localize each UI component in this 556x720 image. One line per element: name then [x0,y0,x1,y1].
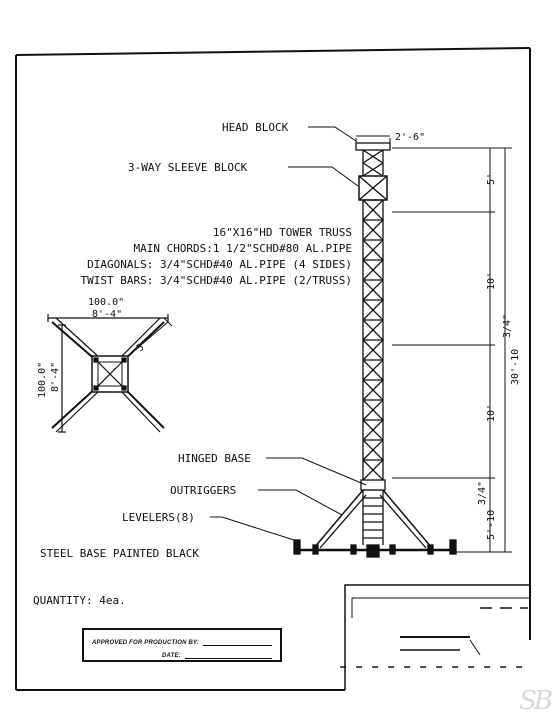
levelers-label: LEVELERS(8) [122,511,195,524]
truss-diagonal [362,319,384,341]
truss-diagonal [362,399,384,421]
plan-width-ft: 8'-4" [92,309,122,320]
overall-height-dim: 30'-10 [510,349,521,385]
truss-diagonal [362,259,384,281]
main-chords-spec: MAIN CHORDS:1 1/2"SCHD#80 AL.PIPE [133,242,352,255]
truss-diagonal [362,379,384,401]
head-block-label: HEAD BLOCK [222,121,289,134]
diagonals-spec: DIAGONALS: 3/4"SCHD#40 AL.PIPE (4 SIDES) [87,258,352,271]
approved-by-line[interactable] [203,637,272,646]
bottom-section-fraction: 3/4" [477,481,488,505]
head-width-dim: 2'-6" [395,132,425,143]
hinged-base-label: HINGED BASE [178,452,251,465]
top-section-dim: 5' [486,173,497,185]
truss-diagonal [362,419,384,441]
truss-diagonal [362,359,384,381]
sleeve-block-label: 3-WAY SLEEVE BLOCK [128,161,248,174]
truss-diagonal [362,339,384,361]
sheet-border [15,47,531,691]
steel-base-label: STEEL BASE PAINTED BLACK [40,547,199,560]
truss-diagonal [362,149,384,164]
twist-bars-spec: TWIST BARS: 3/4"SCHD#40 AL.PIPE (2/TRUSS… [80,274,352,287]
truss-diagonal [362,299,384,321]
truss-diagonal [362,279,384,301]
truss-diagonal [362,439,384,461]
date-line[interactable] [184,650,272,659]
lower-section-dim: 10' [486,404,497,422]
approval-box: APPROVED FOR PRODUCTION BY: DATE: [82,628,282,662]
overall-height-fraction: 3/4" [502,314,513,338]
date-label: DATE: [162,653,181,659]
truss-diagonal [362,162,384,177]
plan-view [47,314,173,433]
truss-diagonal [362,459,384,481]
plan-height-decimal: 100.0" [37,362,48,398]
outriggers-label: OUTRIGGERS [170,484,236,497]
tower-truss-elevation [293,138,457,558]
height-dimensions [210,126,512,553]
quantity-label: QUANTITY: 4ea. [33,594,126,607]
bottom-section-dim: 5'-10 [486,510,497,540]
truss-title: 16"X16"HD TOWER TRUSS [213,226,352,239]
watermark-logo: SB [519,686,553,716]
plan-width-decimal: 100.0" [88,297,124,308]
upper-section-dim: 10' [486,272,497,290]
approved-by-label: APPROVED FOR PRODUCTION BY: [92,640,200,646]
truss-diagonal [362,239,384,261]
truss-diagonal [362,219,384,241]
truss-diagonal [362,199,384,221]
plan-height-ft: 8'-4" [50,362,61,392]
